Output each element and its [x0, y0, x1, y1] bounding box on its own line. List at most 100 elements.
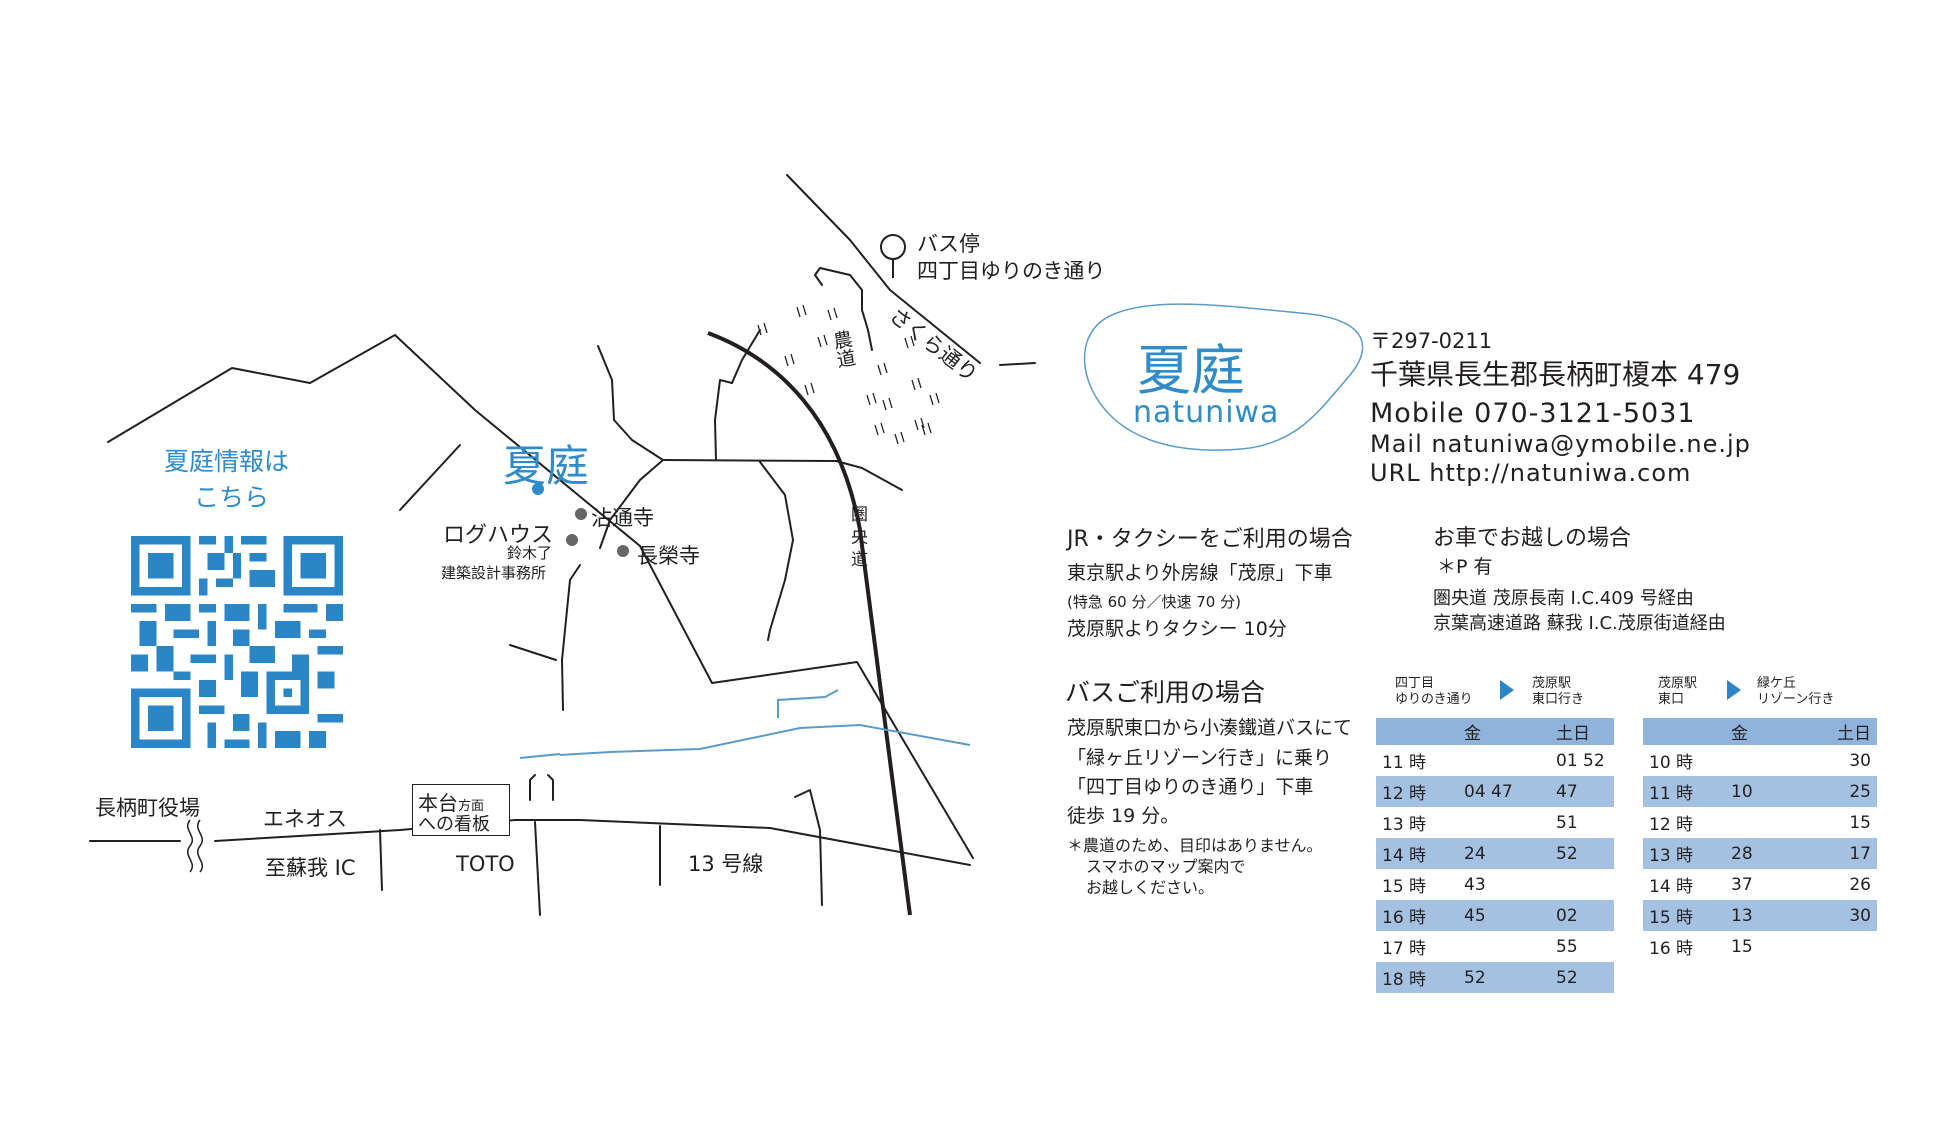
tt1-from-2: ゆりのき通り: [1395, 692, 1473, 707]
bus-line1: 茂原駅東口から小湊鐵道バスにて: [1067, 717, 1353, 739]
natsuniwa-marker: [532, 483, 544, 495]
eneos-label: エネオス: [263, 807, 347, 831]
bus-line4: 徒歩 19 分。: [1067, 805, 1180, 827]
tt1-header-fri: 金: [1458, 718, 1550, 745]
address: 千葉県長生郡長柄町榎本 479: [1370, 358, 1741, 391]
tt2-fri: 10: [1725, 776, 1807, 807]
road-lower: [509, 644, 557, 661]
tt1-hour: 15 時: [1382, 877, 1427, 897]
tt2-from-2: 東口: [1658, 692, 1685, 707]
tt1-fri: [1458, 745, 1550, 776]
toto-label: TOTO: [456, 852, 515, 876]
info-link-label-2: こちら: [194, 483, 270, 512]
car-title: お車でお越しの場合: [1433, 526, 1632, 551]
tt2-fri: 37: [1731, 874, 1753, 895]
mobile[interactable]: Mobile 070-3121-5031: [1370, 398, 1696, 429]
sakura-end: [999, 362, 1036, 366]
tt2-fri: [1725, 807, 1807, 838]
road-mountain: [107, 334, 974, 859]
sakura-road: [786, 174, 981, 364]
tt1-fri: 43: [1464, 874, 1486, 895]
route-13: [89, 819, 971, 866]
table-row: 12 時 15: [1643, 807, 1877, 838]
farm-road: [814, 267, 873, 351]
tt1-hour: 17 時: [1382, 939, 1427, 959]
tt2-header-blank: [1643, 718, 1725, 745]
tt1-hour: 11 時: [1382, 753, 1427, 773]
mail[interactable]: Mail natuniwa@ymobile.ne.jp: [1370, 430, 1751, 458]
tt1-hour: 14 時: [1376, 838, 1458, 869]
jr-line1: 東京駅より外房線「茂原」下車: [1067, 562, 1333, 584]
tt2-hour: 12 時: [1649, 815, 1694, 835]
qr-code[interactable]: [131, 536, 343, 748]
sign-line1b: 方面: [458, 799, 485, 814]
road-temple-down: [599, 459, 664, 549]
road-13-right: [794, 789, 823, 906]
tt1-weekend: 52: [1550, 962, 1614, 993]
table-row: 10 時 30: [1643, 745, 1877, 776]
road-hashi: [529, 774, 554, 801]
tt1-weekend: 51: [1556, 812, 1578, 833]
bus-note3: お越しください。: [1086, 878, 1215, 897]
road-branch-left: [399, 444, 461, 511]
tt1-weekend: 47: [1550, 776, 1614, 807]
tt2-arrow-icon: [1727, 680, 1741, 700]
tt1-hour: 16 時: [1376, 900, 1458, 931]
tt2-weekend: 15: [1849, 812, 1871, 833]
tt1-to: 茂原駅 東口行き: [1532, 676, 1584, 708]
tt1-from: 四丁目 ゆりのき通り: [1395, 676, 1473, 708]
tt1-weekend: [1550, 869, 1614, 900]
tt1-arrow-icon: [1500, 680, 1514, 700]
road-central: [759, 461, 794, 641]
tt2-to-2: リゾーン行き: [1757, 692, 1835, 707]
road-branch-upper: [597, 345, 664, 461]
tt2-hour: 15 時: [1643, 900, 1725, 931]
road-eneos-down: [379, 829, 383, 891]
route13-label: 13 号線: [688, 852, 764, 876]
tt1-weekend: 55: [1556, 936, 1578, 957]
sign-line1: 本台: [418, 791, 458, 815]
tt2-hour: 16 時: [1649, 939, 1694, 959]
kotsu-temple-dot: [575, 508, 587, 520]
tt1-to-2: 東口行き: [1532, 692, 1585, 707]
tt2-weekend: 17: [1807, 838, 1877, 869]
tt2-to-1: 緑ケ丘: [1757, 676, 1797, 691]
tt2-fri: 15: [1731, 936, 1753, 957]
bus-line2: 「緑ヶ丘リゾーン行き」に乗り: [1067, 747, 1333, 769]
signboard: 本台方面 への看板: [412, 784, 510, 836]
nagara-office-label: 長柄町役場: [95, 796, 200, 820]
tt2-hour: 10 時: [1649, 753, 1694, 773]
url[interactable]: URL http://natuniwa.com: [1370, 459, 1692, 487]
kotsu-temple-label: 沾通寺: [591, 506, 654, 530]
tt1-header-blank: [1376, 718, 1458, 745]
tt1-hour: 18 時: [1376, 962, 1458, 993]
postal-code: 〒297-0211: [1370, 329, 1493, 353]
tt2-fri: [1725, 745, 1807, 776]
bus-note2: スマホのマップ案内で: [1086, 857, 1246, 876]
road-upper-left: [714, 379, 733, 461]
tt2-hour: 14 時: [1649, 877, 1694, 897]
bus-stop-icon: [880, 234, 906, 260]
tt1-fri: 24: [1458, 838, 1550, 869]
natsuniwa-map-label: 夏庭: [503, 442, 589, 492]
tt2-weekend: 30: [1849, 750, 1871, 771]
table-row: 15 時 43: [1376, 869, 1614, 900]
tt1-fri: 45: [1458, 900, 1550, 931]
info-link-label-1: 夏庭情報は: [164, 447, 290, 476]
ken-o-road-label: 圏 央 道: [847, 505, 867, 567]
river-main: [519, 723, 971, 759]
tt2-from-1: 茂原駅: [1658, 676, 1698, 691]
bus-title: バスご利用の場合: [1065, 678, 1266, 707]
road-toto-down: [534, 821, 541, 916]
road-temple: [662, 459, 837, 462]
tt2-fri: 13: [1725, 900, 1807, 931]
